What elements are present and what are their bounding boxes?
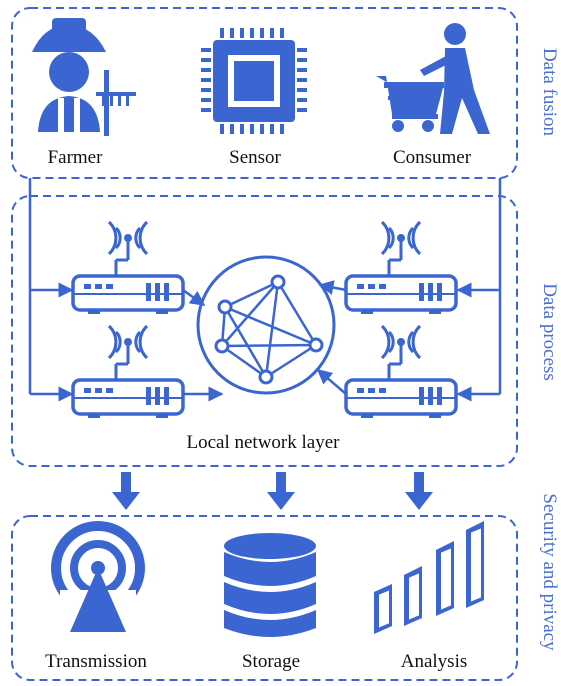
- router-top-left-icon: [71, 220, 185, 316]
- database-icon: [224, 533, 316, 637]
- shopping-cart-person-icon: [376, 23, 490, 134]
- data-fusion-side-label: Data fusion: [539, 48, 560, 137]
- left-feed-lines: [28, 178, 74, 402]
- chip-icon: [201, 28, 307, 134]
- router-bottom-left-icon: [71, 324, 185, 420]
- storage-label: Storage: [242, 651, 300, 672]
- down-arrows: [112, 472, 433, 510]
- sensor-label: Sensor: [229, 147, 281, 168]
- transmission-label: Transmission: [45, 651, 147, 672]
- security-box: [11, 515, 518, 681]
- security-privacy-side-label: Security and privacy: [539, 493, 560, 651]
- right-feed-lines: [456, 178, 502, 402]
- bar-chart-icon: [374, 521, 484, 634]
- router-top-right-icon: [344, 220, 458, 316]
- data-process-side-label: Data process: [539, 283, 560, 381]
- analysis-label: Analysis: [401, 651, 468, 672]
- data-fusion-box: [11, 7, 518, 179]
- consumer-label: Consumer: [393, 147, 472, 168]
- farmer-label: Farmer: [48, 147, 104, 168]
- router-bottom-right-icon: [344, 324, 458, 420]
- network-graph-icon: [196, 255, 336, 395]
- farmer-icon: [32, 18, 136, 136]
- router-hub-links: [182, 280, 347, 402]
- data-process-box: [11, 195, 518, 467]
- local-network-layer-label: Local network layer: [187, 432, 341, 453]
- broadcast-tower-icon: [51, 521, 145, 632]
